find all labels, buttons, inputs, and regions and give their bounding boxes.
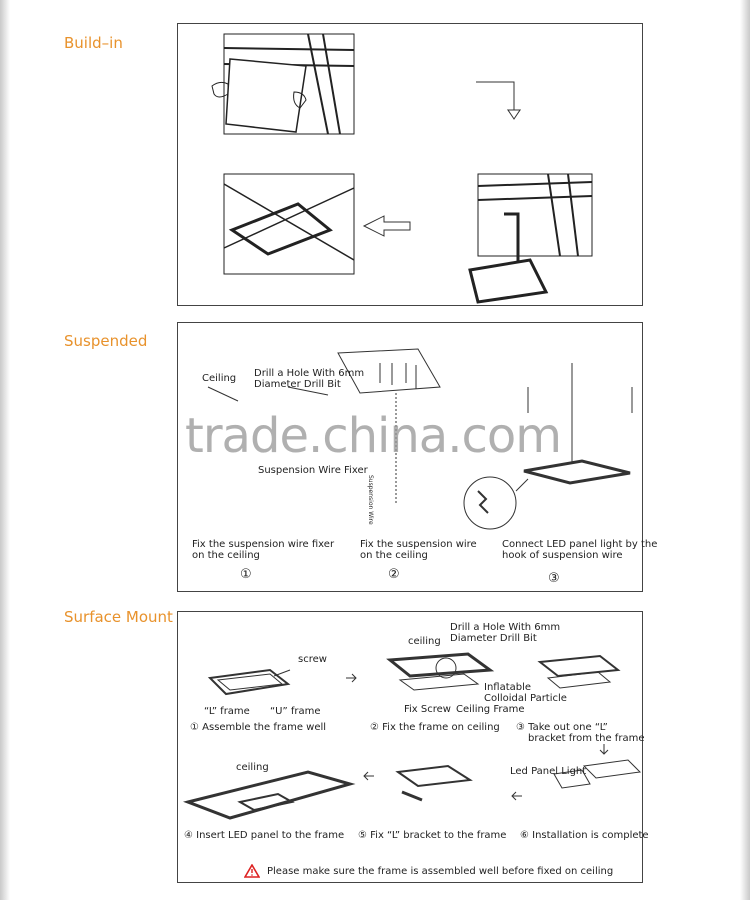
label-ceiling-frame: Ceiling Frame	[456, 704, 525, 715]
label-u-frame: “U” frame	[270, 706, 321, 717]
step1-line2: on the ceiling	[192, 550, 260, 561]
build-in-panel	[177, 23, 643, 306]
build-in-illustration	[211, 33, 593, 304]
surface-illustration	[183, 652, 642, 820]
step3-line1: Connect LED panel light by the	[502, 539, 658, 550]
label-fix-screw: Fix Screw	[404, 704, 451, 715]
step2-line1: Fix the suspension wire	[360, 539, 477, 550]
step3-line2: hook of suspension wire	[502, 550, 623, 561]
label-drill-2: Diameter Drill Bit	[254, 379, 341, 390]
label-l-frame: “L” frame	[204, 706, 250, 717]
label-drill: Drill a Hole With 6mm	[254, 368, 365, 379]
surface-step-2: ② Fix the frame on ceiling	[370, 722, 500, 733]
suspended-illustration	[207, 348, 633, 530]
label-fixer: Suspension Wire Fixer	[258, 465, 368, 476]
surface-step-6: ⑥ Installation is complete	[520, 830, 649, 841]
step2-line2: on the ceiling	[360, 550, 428, 561]
right-edge-shadow	[740, 0, 750, 900]
build-in-title: Build–in	[64, 34, 123, 52]
step3-num: ③	[548, 571, 560, 586]
label-ceiling-1: ceiling	[408, 636, 441, 647]
label-colloidal: Colloidal Particle	[484, 693, 567, 704]
surface-panel: screw “L” frame “U” frame ceiling Drill …	[177, 611, 649, 883]
surface-step-3: ③ Take out one “L”	[516, 722, 608, 733]
step1-num: ①	[240, 567, 252, 582]
warning-text: Please make sure the frame is assembled …	[267, 866, 614, 877]
label-drill-s2: Diameter Drill Bit	[450, 633, 537, 644]
step1-line1: Fix the suspension wire fixer	[192, 539, 335, 550]
suspended-panel: Ceiling Drill a Hole With 6mm Diameter D…	[177, 322, 657, 592]
label-ceiling: Ceiling	[202, 373, 237, 384]
label-inflatable: Inflatable	[484, 682, 532, 693]
suspended-title: Suspended	[64, 332, 148, 350]
step2-num: ②	[388, 567, 400, 582]
label-ceiling-2: ceiling	[236, 762, 269, 773]
surface-step-4: ④ Insert LED panel to the frame	[184, 830, 345, 841]
surface-mount-title: Surface Mount	[64, 608, 173, 626]
left-edge-shadow	[0, 0, 10, 900]
label-drill-s: Drill a Hole With 6mm	[450, 622, 561, 633]
label-wire: Suspension Wire	[367, 475, 374, 525]
surface-step-1: ① Assemble the frame well	[190, 722, 327, 733]
watermark: trade.china.com	[185, 408, 562, 464]
surface-step-5: ⑤ Fix “L” bracket to the frame	[358, 830, 507, 841]
warning-icon	[244, 864, 260, 878]
label-screw: screw	[298, 654, 327, 665]
surface-step-3b: bracket from the frame	[528, 733, 645, 744]
label-led-panel: Led Panel Light	[510, 766, 587, 777]
